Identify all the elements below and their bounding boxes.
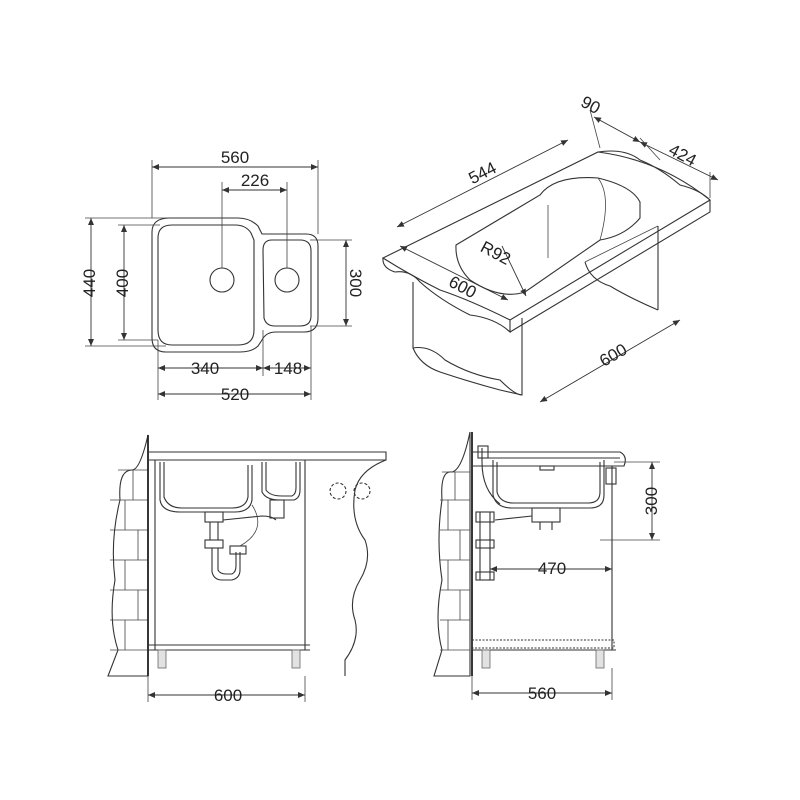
dim-148: 148: [274, 359, 302, 378]
dim-544: 544: [466, 158, 500, 188]
isometric-view: 544 90 424 R92 600 600: [381, 92, 719, 403]
dim-440: 440: [80, 269, 99, 297]
dim-520: 520: [221, 385, 249, 404]
dim-600-iso-front: 600: [446, 272, 480, 302]
top-view: 560 226 440 400 300 340 148 520: [80, 148, 365, 404]
dim-560: 560: [221, 148, 249, 167]
front-view: 600: [107, 434, 387, 705]
dim-560-side: 560: [528, 684, 556, 703]
radius-r92: R92: [477, 237, 513, 268]
dim-340: 340: [191, 359, 219, 378]
dim-300-side: 300: [642, 487, 661, 515]
dim-300-top: 300: [346, 269, 365, 297]
dim-400: 400: [113, 269, 132, 297]
dim-90: 90: [578, 92, 604, 118]
dim-600-front: 600: [214, 686, 242, 705]
side-view: 300 470 560: [433, 431, 661, 703]
dim-226: 226: [241, 171, 269, 190]
dim-424: 424: [666, 140, 700, 170]
dim-470: 470: [538, 559, 566, 578]
